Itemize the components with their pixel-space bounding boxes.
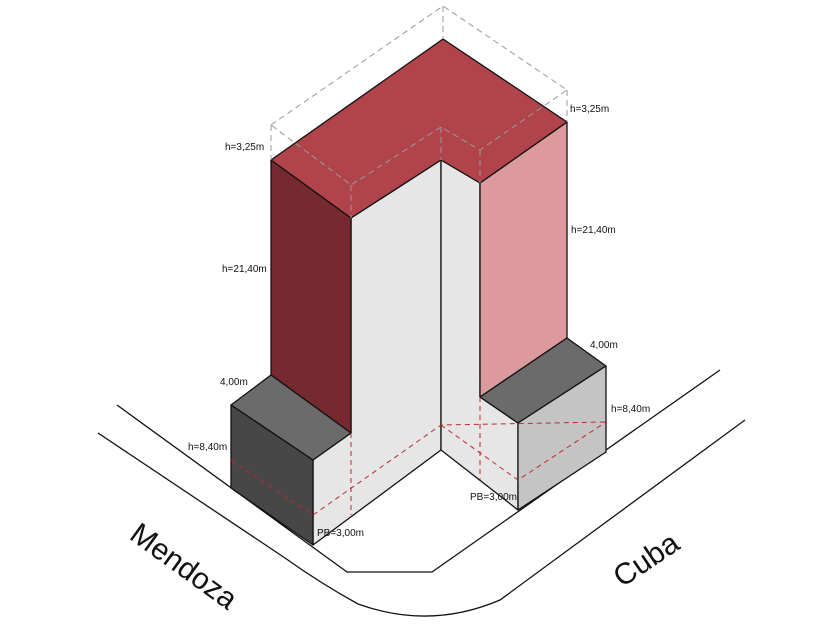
street-name-mendoza: Mendoza [124,517,243,616]
tower-height-left-label: h=21,40m [222,264,267,275]
street-name-cuba: Cuba [607,526,685,594]
podium-right [479,337,607,511]
tower-height-right-label: h=21,40m [571,225,616,236]
podium-height-right-label: h=8,40m [611,404,650,415]
ground-floor-right-label: PB=3,00m [470,492,517,503]
crown-volume-outline [270,5,568,218]
podium-height-left-label: h=8,40m [188,442,227,453]
street-curb-outer [97,419,746,617]
podium-depth-right-label: 4,00m [590,340,618,351]
ground-floor-lines [230,397,607,516]
ground-floor-left-label: PB=3,00m [317,528,364,539]
crown-height-right-label: h=3,25m [570,104,609,115]
crown-height-left-label: h=3,25m [225,142,264,153]
podium-depth-left-label: 4,00m [220,377,248,388]
podium-right-side [517,365,607,511]
